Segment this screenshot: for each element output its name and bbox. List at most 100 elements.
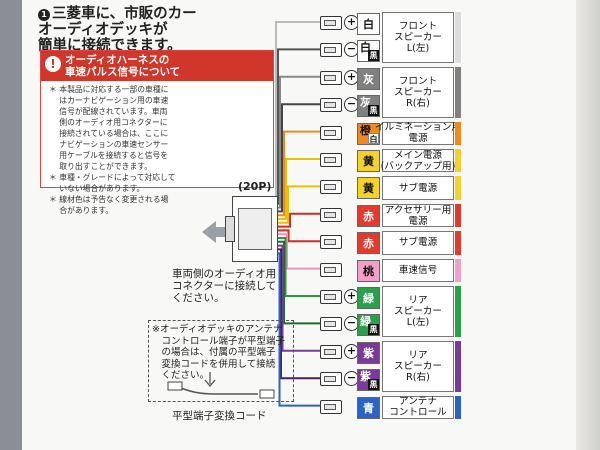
wire-connector	[320, 125, 342, 140]
wire-8	[276, 229, 322, 243]
harness-connector-socket	[238, 208, 272, 250]
wire-connector	[320, 317, 342, 332]
wire-11	[276, 240, 322, 325]
wire-function-label-line: スピーカー	[394, 31, 442, 43]
page-fold	[576, 0, 600, 450]
wire-function-label-line: コントロール	[389, 407, 447, 419]
wire-connector	[320, 70, 342, 85]
wire-function-label-line: R(右)	[406, 371, 430, 383]
wire-color-name: 白	[363, 18, 374, 31]
wire-function-label-line: イルミネーション用	[374, 122, 462, 134]
converter-cord-label: 平型端子変換コード	[172, 410, 267, 422]
wire-function-label-line: スピーカー	[394, 305, 442, 317]
wire-color-code: 黄	[357, 177, 380, 200]
antenna-note-line-5: ください。	[152, 370, 210, 381]
wire-connector	[320, 372, 342, 387]
wire-color-name: 赤	[363, 237, 374, 251]
antenna-note-line-1: ※オーディオデッキのアンテナ	[152, 324, 283, 335]
wire-function-label-line: メイン電源	[394, 149, 442, 161]
wire-5	[276, 158, 322, 220]
wire-color-name: 緑	[360, 315, 371, 329]
color-strip	[455, 12, 461, 63]
wire-color-code: 緑黒	[357, 314, 380, 337]
wire-color-name: 橙	[360, 123, 371, 137]
wire-color-code: 白黒	[357, 40, 380, 63]
wire-6	[276, 185, 322, 224]
note-body-line: 接続されている場合は、ここに	[49, 129, 169, 138]
wire-function-label-line: 電源	[408, 133, 428, 145]
wire-function-label-line: L(左)	[406, 42, 430, 54]
wire-stripe-color: 黒	[368, 50, 379, 62]
wire-function-label: サブ電源	[382, 231, 454, 255]
wire-color-code: 赤	[357, 204, 380, 227]
wire-4	[276, 130, 322, 217]
wire-connector	[320, 262, 342, 277]
wire-color-name: 青	[363, 401, 374, 415]
wire-color-name: 灰	[360, 96, 371, 110]
wire-color-name: 赤	[363, 209, 374, 223]
wire-function-label-line: サブ電源	[398, 237, 438, 249]
wire-function-label: 車速信号	[382, 258, 454, 282]
wire-color-name: 灰	[363, 72, 374, 86]
note-body-line: ＊ 線材色は予告なく変更される場	[49, 195, 169, 204]
color-strip	[455, 176, 461, 200]
wire-connector	[320, 344, 342, 359]
wire-color-code: 赤	[357, 232, 380, 255]
wire-color-code: 灰黒	[357, 95, 380, 118]
wire-function-label: サブ電源	[382, 176, 454, 200]
wire-12	[276, 244, 322, 352]
note-body-line: 取り出すことができます。	[49, 162, 153, 171]
note-body-line: 合があります。	[49, 206, 114, 215]
note-title: ! オーディオハーネスの 車速パルス信号について	[41, 51, 273, 81]
left-arrow-icon	[202, 221, 216, 243]
wire-color-code: 青	[357, 396, 380, 419]
wire-color-code: 白	[357, 13, 380, 35]
wire-function-label-line: R(右)	[406, 97, 430, 109]
color-strip	[455, 203, 461, 228]
wire-function-label-line: スピーカー	[394, 360, 442, 372]
warning-icon: !	[45, 56, 61, 72]
wire-color-name: 紫	[360, 370, 371, 384]
wire-stripe-color: 白	[368, 132, 379, 144]
step-number-icon: 1	[38, 9, 50, 21]
wire-color-name: 緑	[363, 292, 374, 305]
note-body-line: いない場合があります。	[49, 184, 145, 193]
wire-function-label: イルミネーション用電源	[375, 121, 461, 145]
color-strip	[455, 258, 461, 282]
flat-terminal-icon	[167, 381, 183, 391]
wire-function-label-line: 電源	[408, 215, 428, 227]
wire-connector	[320, 98, 342, 113]
wire-function-label-line: リア	[408, 349, 428, 361]
wire-10	[276, 237, 322, 297]
wire-2	[276, 75, 322, 209]
speed-pulse-note: ! オーディオハーネスの 車速パルス信号について ＊ 本製品に対応する一部の車種…	[40, 50, 274, 215]
color-strip	[455, 340, 461, 392]
flat-terminal-icon	[259, 389, 275, 399]
wire-function-label-line: スピーカー	[394, 86, 442, 98]
wire-stripe-color: 黒	[368, 324, 379, 336]
wire-color-code: 緑	[357, 287, 380, 309]
wire-function-label-line: (バックアップ用)	[380, 160, 456, 172]
wire-function-label-line: リア	[408, 294, 428, 306]
wire-3	[276, 103, 322, 213]
vehicle-hint-line-2: コネクターに接続して	[172, 280, 277, 292]
wire-connector	[320, 290, 342, 304]
pin-count-label: (20P)	[238, 180, 272, 193]
vehicle-hint-line-3: ください。	[172, 292, 225, 304]
vehicle-hint-line-1: 車両側のオーディオ用	[172, 268, 277, 280]
antenna-note-line-2: コントロール端子が平型端子	[152, 335, 286, 347]
color-strip	[455, 121, 461, 145]
note-body-line: 用ケーブルを接続すると信号を	[49, 151, 168, 160]
note-body: ＊ 本製品に対応する一部の車種に はカーナビゲーション用の車速 信号が配線されて…	[41, 81, 273, 216]
note-body-line: 信号が配線されています。車両	[49, 107, 168, 116]
note-body-line: はカーナビゲーション用の車速	[49, 96, 169, 105]
wire-connector	[320, 399, 342, 414]
wire-connector	[320, 207, 342, 222]
wire-color-name: 黄	[363, 155, 374, 168]
color-strip	[455, 66, 461, 118]
color-strip	[455, 286, 461, 337]
